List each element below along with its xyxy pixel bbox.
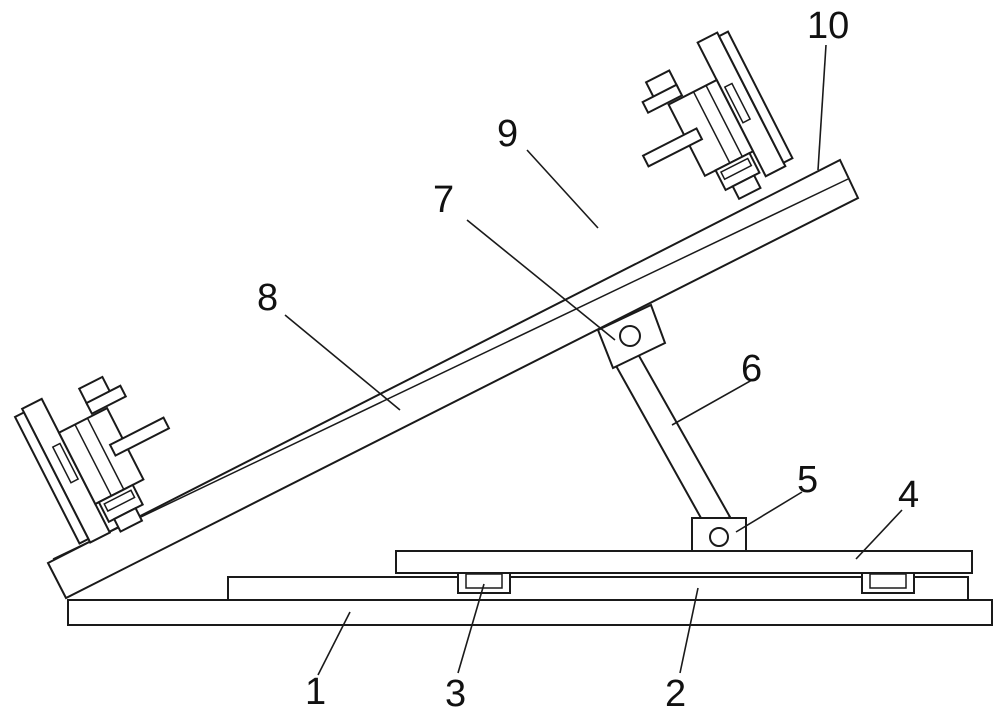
- callout-8: 8: [257, 277, 278, 319]
- clamp-assembly-lower: [13, 375, 171, 545]
- slide-rail: [227, 576, 969, 601]
- support-link: [608, 345, 732, 529]
- leader-2: [679, 587, 699, 674]
- leader-8: [284, 314, 401, 411]
- slider-left: [457, 572, 511, 594]
- leader-10: [817, 44, 827, 171]
- upper-hinge: [596, 303, 667, 370]
- lower-hinge: [691, 517, 747, 552]
- callout-6: 6: [741, 348, 762, 390]
- callout-10: 10: [807, 5, 849, 47]
- leader-6: [671, 379, 753, 426]
- leader-7: [466, 219, 616, 341]
- leader-4: [855, 509, 903, 560]
- leader-9: [526, 149, 599, 229]
- base-plate: [67, 599, 993, 626]
- callout-2: 2: [665, 673, 686, 715]
- slider-right: [861, 572, 915, 594]
- callout-1: 1: [305, 671, 326, 713]
- callout-3: 3: [445, 673, 466, 715]
- inclined-frame: [46, 158, 860, 600]
- clamp-assembly-upper: [641, 30, 794, 201]
- callout-7: 7: [433, 179, 454, 221]
- frame-edge-line: [52, 178, 849, 560]
- leader-3: [457, 583, 485, 674]
- callout-5: 5: [797, 459, 818, 501]
- moving-plate: [395, 550, 973, 574]
- callout-4: 4: [898, 474, 919, 516]
- leader-5: [735, 491, 803, 533]
- leader-1: [317, 611, 351, 676]
- callout-9: 9: [497, 113, 518, 155]
